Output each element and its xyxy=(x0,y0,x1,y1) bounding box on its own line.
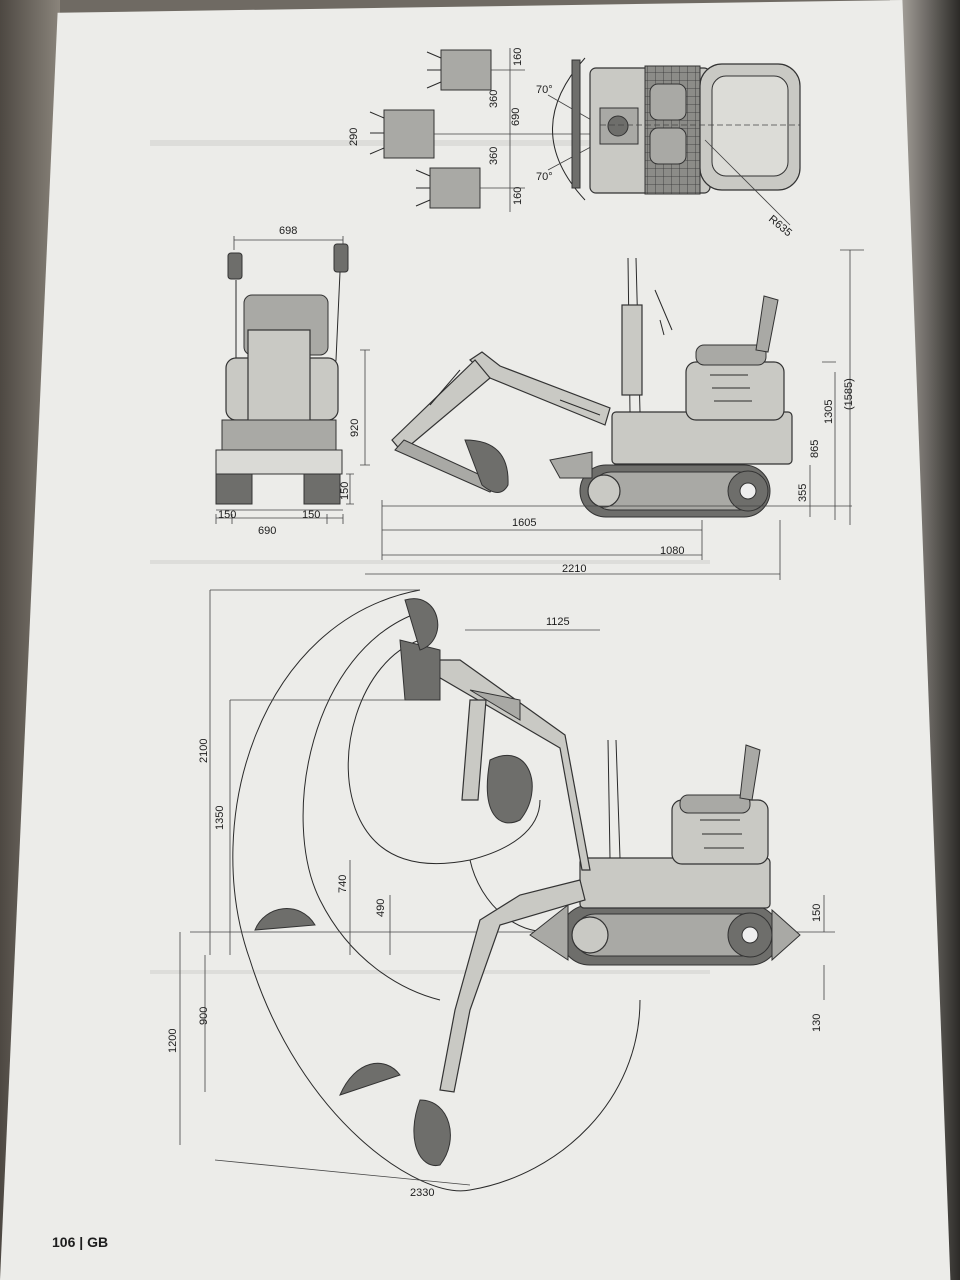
dim-side-1605: 1605 xyxy=(512,517,536,529)
dim-reach-150: 150 xyxy=(811,904,823,922)
dim-reach-2330: 2330 xyxy=(410,1187,434,1199)
dim-reach-740: 740 xyxy=(337,875,349,893)
dim-angle-upper: 70° xyxy=(536,84,553,96)
page-number: 106 xyxy=(52,1234,76,1250)
dim-top-690: 690 xyxy=(510,108,522,126)
dim-top-160a: 160 xyxy=(512,48,524,66)
top-view-bucket-centre xyxy=(369,109,435,159)
dim-front-698: 698 xyxy=(279,225,297,237)
dim-side-1080: 1080 xyxy=(660,545,684,557)
dim-radius: R635 xyxy=(766,213,794,239)
top-view-bucket-lower xyxy=(415,167,481,209)
dim-front-150-left: 150 xyxy=(218,509,236,521)
top-view-drawing xyxy=(369,48,801,226)
dim-reach-490: 490 xyxy=(375,899,387,917)
front-view-drawing xyxy=(215,236,354,524)
dim-front-690: 690 xyxy=(258,525,276,537)
page-footer: 106 | GB xyxy=(52,1234,108,1250)
dim-side-920: 920 xyxy=(349,419,361,437)
working-range-diagram xyxy=(179,589,835,1192)
language-code: GB xyxy=(87,1234,109,1250)
dim-top-360b: 360 xyxy=(488,147,500,165)
dim-side-1305: 1305 xyxy=(823,400,835,424)
dim-reach-900: 900 xyxy=(198,1007,210,1025)
dim-reach-130: 130 xyxy=(811,1014,823,1032)
dim-angle-lower: 70° xyxy=(536,171,553,183)
dim-top-290: 290 xyxy=(348,128,360,146)
footer-separator: | xyxy=(79,1234,84,1250)
side-view-drawing xyxy=(360,249,864,580)
top-view-bucket-upper xyxy=(426,49,492,91)
dimension-labels: 160 360 690 360 160 290 70° 70° R635 698… xyxy=(167,48,855,1199)
dim-reach-2100: 2100 xyxy=(198,739,210,763)
dim-side-1585: (1585) xyxy=(843,378,855,410)
dim-top-160b: 160 xyxy=(512,187,524,205)
dim-top-360a: 360 xyxy=(488,90,500,108)
dim-side-2210: 2210 xyxy=(562,563,586,575)
dim-side-865: 865 xyxy=(809,440,821,458)
dim-front-150: 150 xyxy=(339,482,351,500)
dim-reach-1125: 1125 xyxy=(546,616,570,628)
dim-reach-1200: 1200 xyxy=(167,1029,179,1053)
dim-front-150-right: 150 xyxy=(302,509,320,521)
dim-reach-1350: 1350 xyxy=(214,806,226,830)
dim-side-355: 355 xyxy=(797,484,809,502)
